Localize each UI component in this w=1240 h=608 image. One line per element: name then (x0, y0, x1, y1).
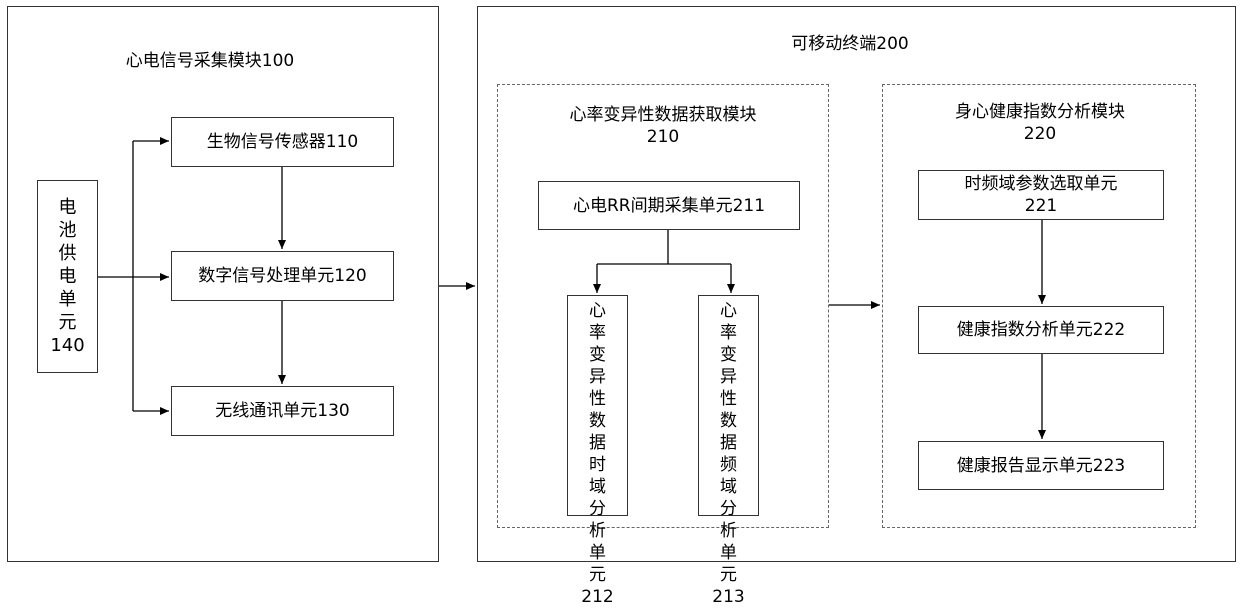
connector-lines (0, 0, 1240, 567)
